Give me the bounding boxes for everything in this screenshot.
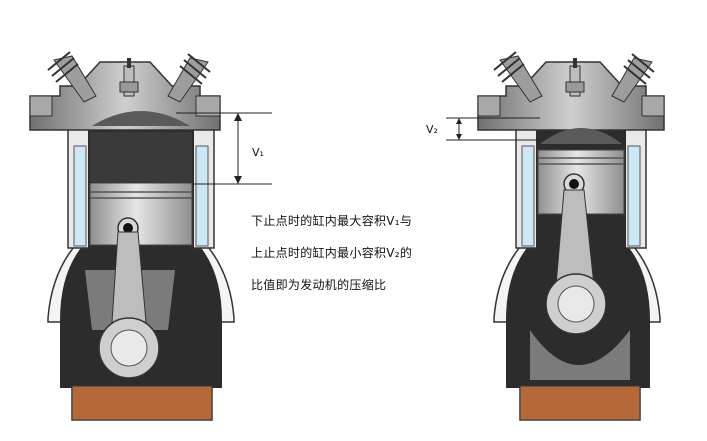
oil-sump-right bbox=[519, 385, 641, 421]
cylinder-head-right bbox=[477, 51, 665, 144]
engine-top-dead-center bbox=[477, 51, 665, 421]
spark-plug-left bbox=[119, 58, 139, 97]
crankshaft-right bbox=[530, 189, 630, 380]
engine-bottom-dead-center bbox=[29, 51, 235, 421]
combustion-space-left bbox=[90, 132, 192, 182]
caption-line-2: 上止点时的缸内最小容积V₂的 bbox=[251, 246, 413, 260]
v1-dimension: V₁ bbox=[176, 112, 272, 185]
intake-valve-spring-right bbox=[493, 51, 543, 103]
exhaust-valve-spring-right bbox=[611, 53, 655, 103]
cylinder-head-left bbox=[29, 51, 221, 131]
v2-dimension: V₂ bbox=[426, 117, 540, 141]
coolant-jacket-right-l bbox=[521, 145, 535, 247]
intake-valve-spring-left bbox=[47, 51, 97, 103]
spark-plug-right bbox=[565, 58, 585, 97]
coolant-jacket-right-r bbox=[627, 145, 641, 247]
exhaust-valve-spring-left bbox=[167, 53, 211, 103]
crankshaft-left bbox=[85, 231, 175, 379]
coolant-jacket-left-r bbox=[195, 145, 209, 247]
coolant-jacket-left-l bbox=[73, 145, 87, 247]
caption-line-3: 比值即为发动机的压缩比 bbox=[251, 278, 387, 292]
v2-label: V₂ bbox=[426, 123, 438, 136]
oil-sump-left bbox=[71, 385, 213, 421]
v1-label: V₁ bbox=[252, 146, 264, 159]
caption-line-1: 下止点时的缸内最大容积V₁与 bbox=[251, 214, 413, 228]
piston-left bbox=[89, 182, 193, 246]
